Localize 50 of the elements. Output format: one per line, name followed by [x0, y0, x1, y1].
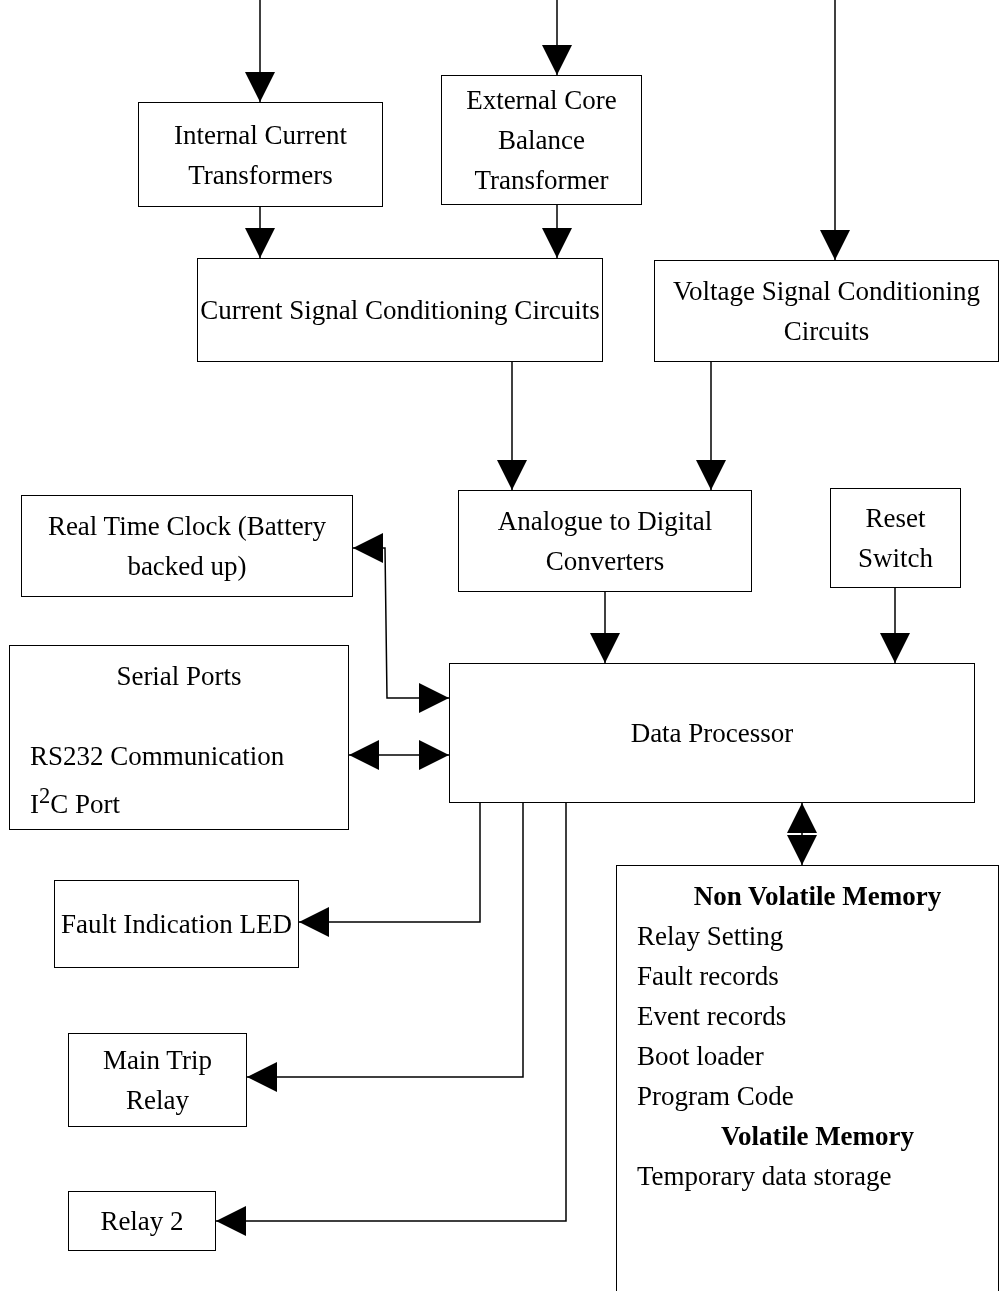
arrow — [246, 802, 524, 1092]
arrow — [245, 0, 275, 103]
block-label: Main Trip Relay — [102, 1044, 213, 1117]
block-box — [68, 1033, 247, 1127]
block-label: Boot loader — [637, 1040, 765, 1073]
block-box — [21, 495, 353, 597]
arrow — [542, 0, 572, 76]
arrow — [352, 533, 450, 713]
block-box — [654, 260, 999, 362]
block-label: Real Time Clock (Battery backed up) — [46, 510, 328, 583]
arrow — [696, 361, 726, 491]
block-label: Temporary data storage — [637, 1160, 893, 1193]
arrow — [245, 206, 275, 259]
arrow — [542, 204, 572, 259]
block-label: Fault Indication LED — [61, 908, 292, 941]
block-label: Reset Switch — [857, 502, 934, 575]
block-label: Program Code — [637, 1080, 795, 1113]
block-box — [54, 880, 299, 968]
block-box — [616, 865, 999, 1291]
block-label: Relay Setting — [637, 920, 785, 953]
arrow — [215, 802, 567, 1236]
block-box — [441, 75, 642, 205]
block-box — [9, 645, 349, 830]
arrow — [880, 587, 910, 664]
block-box — [197, 258, 603, 362]
heading-text: Non Volatile Memory — [692, 880, 943, 913]
arrow — [348, 740, 450, 770]
block-label: Analogue to Digital Converters — [496, 505, 714, 578]
block-label: I$^{2}$C Port — [30, 782, 122, 821]
arrow — [590, 591, 620, 664]
block-box — [138, 102, 383, 207]
block-label: External Core Balance Transformer — [465, 84, 618, 197]
block-label: Event records — [637, 1000, 788, 1033]
heading-text: Volatile Memory — [719, 1120, 916, 1153]
block-box — [68, 1191, 216, 1251]
block-label: Current Signal Conditioning Circuits — [200, 294, 600, 327]
arrow — [298, 802, 481, 937]
block-label: Fault records — [637, 960, 780, 993]
heading-text: Serial Ports — [115, 660, 243, 693]
block-box — [449, 663, 975, 803]
block-label: Voltage Signal Conditioning Circuits — [672, 275, 981, 348]
block-box — [458, 490, 752, 592]
arrow — [820, 0, 850, 261]
block-label: RS232 Communication — [30, 740, 286, 773]
block-label: Internal Current Transformers — [172, 118, 349, 192]
block-label: Relay 2 — [100, 1205, 184, 1238]
arrow — [787, 802, 817, 866]
block-box — [830, 488, 961, 588]
block-label: Data Processor — [630, 717, 794, 750]
arrow — [497, 361, 527, 491]
